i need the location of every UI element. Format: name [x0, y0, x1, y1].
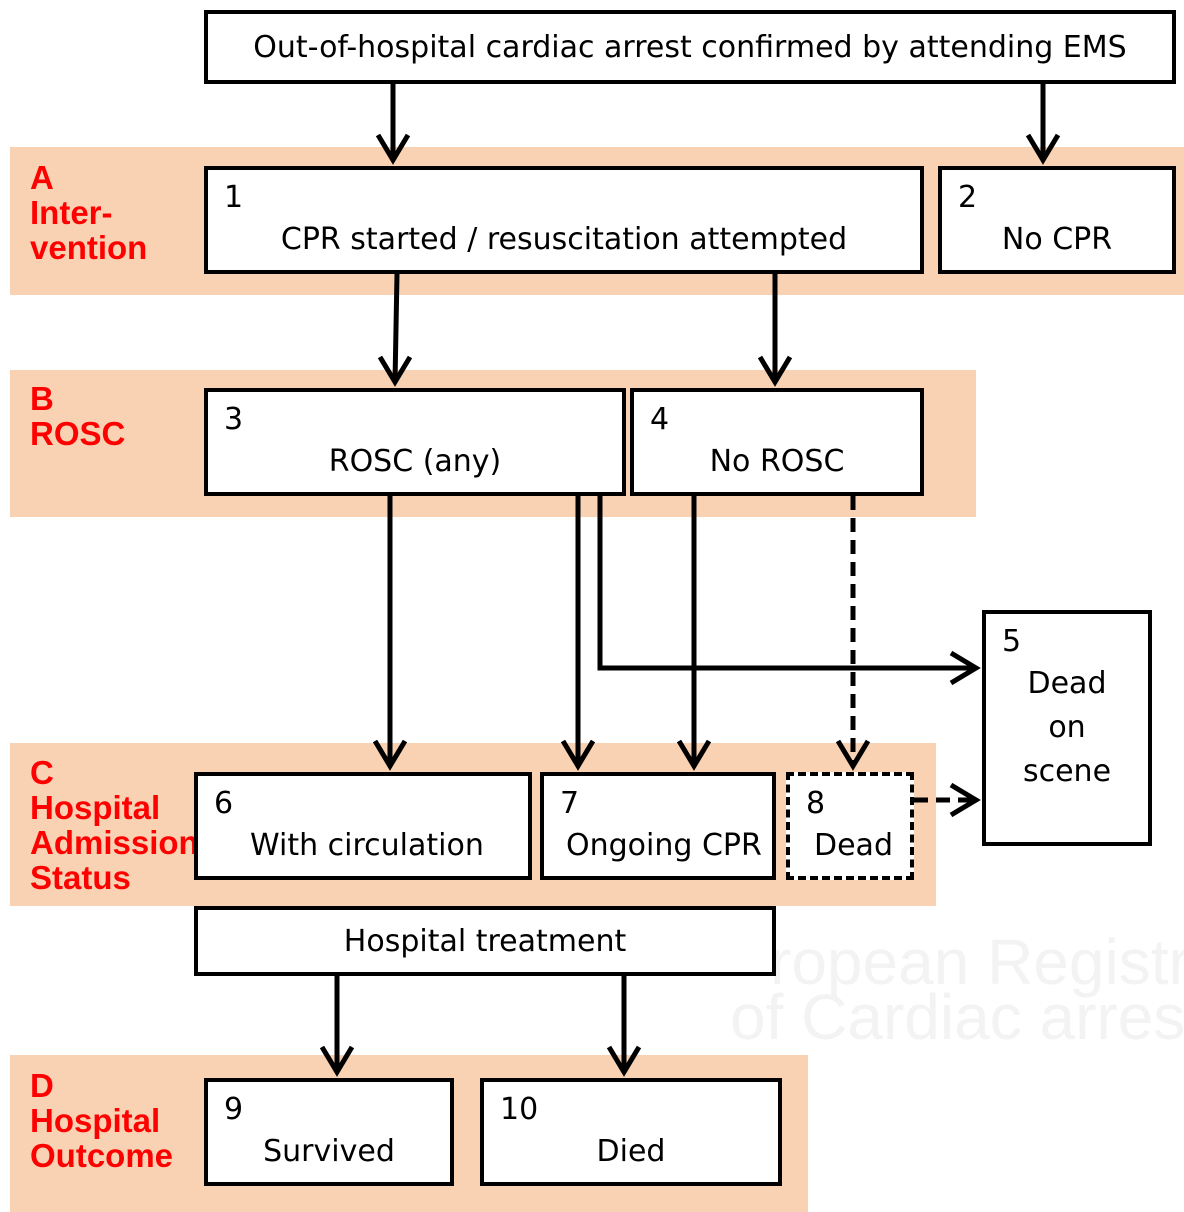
node-8: 8 Dead	[786, 772, 914, 880]
node-2-number: 2	[958, 180, 978, 215]
node-10-label: Died	[596, 1134, 666, 1169]
section-a-label: A Inter- vention	[30, 160, 147, 265]
node-2: 2 No CPR	[938, 166, 1176, 274]
node-5-line3: scene	[1022, 754, 1112, 789]
node-1-label: CPR started / resuscitation attempted	[280, 222, 848, 257]
node-1-number: 1	[224, 180, 244, 215]
arrowhead-3-to-6	[372, 739, 408, 771]
arrowhead-treatment-to-10	[606, 1045, 642, 1077]
section-d-letter: D	[30, 1067, 54, 1104]
node-3-label: ROSC (any)	[328, 444, 502, 479]
node-7-number: 7	[560, 786, 580, 821]
hospital-treatment-label: Hospital treatment	[343, 924, 627, 959]
node-1: 1 CPR started / resuscitation attempted	[204, 166, 924, 274]
arrowhead-3-to-7	[560, 739, 596, 771]
node-9-label: Survived	[263, 1134, 395, 1169]
arrowhead-8-to-5	[949, 782, 981, 818]
watermark-line-1: ropean Registry	[770, 926, 1184, 998]
node-10: 10 Died	[480, 1078, 782, 1186]
node-6-number: 6	[214, 786, 234, 821]
arrowhead-1-to-3	[377, 355, 413, 387]
arrowhead-4-to-8	[835, 739, 871, 771]
node-6: 6 With circulation	[194, 772, 532, 880]
node-5-number: 5	[1002, 624, 1022, 659]
node-9: 9 Survived	[204, 1078, 454, 1186]
section-c-line2: Admission	[30, 824, 199, 861]
node-2-label: No CPR	[1001, 222, 1113, 257]
node-5: 5 Dead on scene	[982, 610, 1152, 846]
arrow-1-to-3	[392, 273, 400, 383]
node-4-number: 4	[650, 402, 670, 437]
section-c-label: C Hospital Admission Status	[30, 755, 199, 895]
node-6-label: With circulation	[250, 828, 484, 863]
section-a-line1: Inter-	[30, 194, 113, 231]
watermark-line-2: of Cardiac arrest	[730, 981, 1184, 1053]
node-7-label: Ongoing CPR	[566, 828, 762, 863]
section-d-line1: Hospital	[30, 1102, 161, 1139]
top-box-label: Out-of-hospital cardiac arrest confirmed…	[253, 30, 1127, 65]
section-b-letter: B	[30, 380, 54, 417]
section-b-line1: ROSC	[30, 415, 126, 452]
node-7: 7 Ongoing CPR	[540, 772, 776, 880]
section-d-line2: Outcome	[30, 1137, 174, 1174]
arrowhead-4-to-7	[676, 739, 712, 771]
arrowhead-top-to-1	[375, 133, 411, 165]
arrowhead-top-to-2	[1025, 133, 1061, 165]
node-4-label: No ROSC	[709, 444, 845, 479]
top-box: Out-of-hospital cardiac arrest confirmed…	[204, 10, 1176, 84]
section-c-letter: C	[30, 754, 54, 791]
section-c-line3: Status	[30, 859, 131, 896]
section-b-label: B ROSC	[30, 381, 125, 451]
section-d-label: D Hospital Outcome	[30, 1068, 173, 1173]
node-8-number: 8	[806, 786, 826, 821]
node-5-line1: Dead	[1027, 666, 1107, 701]
node-10-number: 10	[500, 1092, 539, 1127]
arrowhead-1-to-4	[757, 355, 793, 387]
node-9-number: 9	[224, 1092, 244, 1127]
section-c-line1: Hospital	[30, 789, 161, 826]
section-a-letter: A	[30, 159, 54, 196]
node-3-number: 3	[224, 402, 244, 437]
arrowhead-3-to-5	[949, 650, 981, 686]
node-8-label: Dead	[814, 828, 893, 863]
arrow-3-to-5	[597, 496, 976, 671]
section-a-line2: vention	[30, 229, 148, 266]
node-3: 3 ROSC (any)	[204, 388, 626, 496]
node-4: 4 No ROSC	[630, 388, 924, 496]
hospital-treatment-box: Hospital treatment	[194, 906, 776, 976]
node-5-line2: on	[1048, 710, 1086, 745]
arrowhead-treatment-to-9	[319, 1045, 355, 1077]
